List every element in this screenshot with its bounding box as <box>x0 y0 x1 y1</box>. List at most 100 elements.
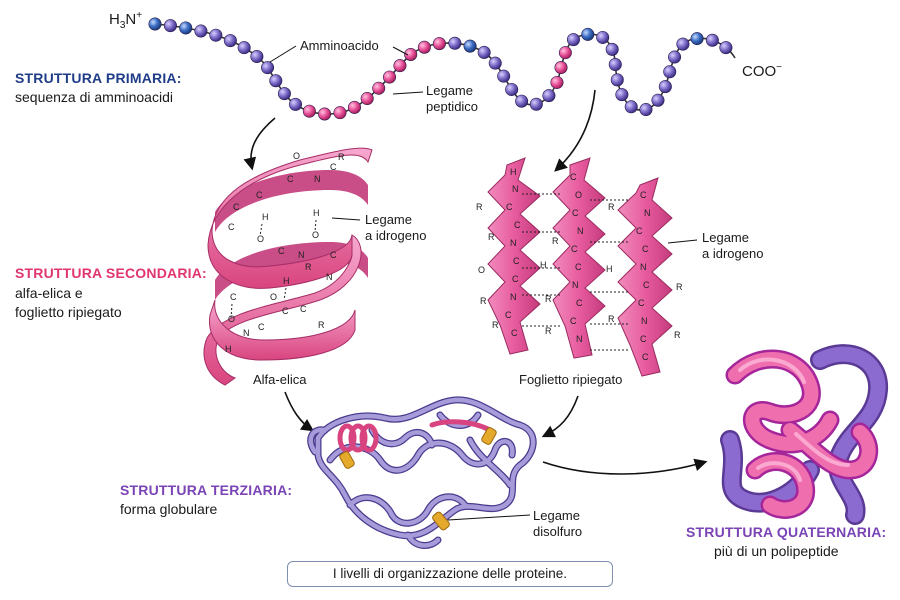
label-idrogeno-right-2: a idrogeno <box>702 246 764 261</box>
svg-text:C: C <box>514 220 521 230</box>
amino-acid-bead <box>179 21 193 35</box>
amino-acid-bead <box>432 37 446 51</box>
quaternary-complex <box>720 344 888 525</box>
label-idrogeno-left-2: a idrogeno <box>365 228 427 243</box>
svg-text:N: N <box>512 184 519 194</box>
svg-text:C: C <box>572 208 579 218</box>
svg-text:R: R <box>488 232 495 242</box>
svg-text:N: N <box>243 328 250 338</box>
svg-text:H: H <box>313 208 320 218</box>
svg-text:N: N <box>576 334 583 344</box>
helix-ribbon-back-1 <box>215 170 368 232</box>
svg-text:N: N <box>641 316 648 326</box>
arrow-primary-to-sheet <box>554 89 596 172</box>
amino-acid-bead <box>581 27 595 41</box>
svg-text:C: C <box>640 334 647 344</box>
amino-acid-bead <box>382 70 396 84</box>
label-amminoacido: Amminoacido <box>300 38 379 53</box>
svg-text:R: R <box>608 202 615 212</box>
svg-text:C: C <box>642 244 649 254</box>
amino-acid-bead <box>529 97 543 111</box>
desc-primaria: sequenza di amminoacidi <box>15 89 173 105</box>
desc-secondaria-2: foglietto ripiegato <box>15 304 122 320</box>
amino-acid-bead <box>289 97 303 111</box>
amino-acid-bead <box>676 37 690 51</box>
svg-text:N: N <box>298 250 305 260</box>
amino-acid-bead <box>658 80 672 94</box>
amino-acid-bead <box>488 56 502 70</box>
svg-text:C: C <box>513 256 520 266</box>
svg-text:C: C <box>228 222 235 232</box>
svg-text:H: H <box>283 276 290 286</box>
n-terminus-plus: + <box>136 10 143 21</box>
svg-text:R: R <box>608 314 615 324</box>
svg-text:N: N <box>326 272 333 282</box>
leader-amminoacido-left <box>269 45 297 63</box>
amino-acid-bead <box>615 88 629 102</box>
svg-text:R: R <box>676 282 683 292</box>
leader-disolfuro <box>447 514 531 521</box>
svg-text:H: H <box>540 260 547 270</box>
amino-acid-beads <box>148 17 733 121</box>
svg-text:C: C <box>287 174 294 184</box>
svg-text:C: C <box>330 250 337 260</box>
amino-acid-bead <box>719 41 733 55</box>
svg-text:O: O <box>312 230 319 240</box>
svg-text:O: O <box>575 190 582 200</box>
amino-acid-bead <box>372 81 386 95</box>
svg-text:R: R <box>476 202 483 212</box>
amino-acid-bead <box>302 104 316 118</box>
arrow-primary-to-helix <box>243 117 276 171</box>
amino-acid-bead <box>417 40 431 54</box>
tertiary-pink-helix <box>337 419 493 453</box>
desc-terziaria: forma globulare <box>120 501 218 517</box>
svg-text:C: C <box>300 304 307 314</box>
arrow-tertiary-to-quaternary <box>542 458 708 475</box>
amino-acid-bead <box>277 87 291 101</box>
label-alfa-elica: Alfa-elica <box>253 372 307 387</box>
amino-acid-bead <box>333 106 347 120</box>
amino-acid-bead <box>250 50 264 64</box>
amino-acid-bead <box>608 57 622 71</box>
svg-text:R: R <box>338 152 345 162</box>
svg-text:R: R <box>545 326 552 336</box>
svg-text:N: N <box>572 280 579 290</box>
svg-text:C: C <box>570 172 577 182</box>
helix-ribbon-front-3 <box>208 299 356 361</box>
amino-acid-bead <box>497 69 511 83</box>
amino-acid-bead <box>163 19 177 33</box>
svg-text:H: H <box>510 167 517 177</box>
svg-text:N: N <box>510 292 517 302</box>
amino-acid-chain <box>148 17 736 121</box>
amino-acid-bead <box>223 34 237 48</box>
label-legame-peptidico-1: Legame <box>426 83 473 98</box>
svg-text:N: N <box>577 226 584 236</box>
svg-text:O: O <box>478 265 485 275</box>
amino-acid-bead <box>237 41 251 55</box>
c-terminus-text: COO <box>742 63 777 80</box>
c-terminus-minus: − <box>776 62 783 73</box>
n-terminus-sub: 3 <box>119 20 126 31</box>
arrow-sheet-to-tertiary <box>541 395 579 438</box>
amino-acid-bead <box>194 24 208 38</box>
svg-text:C: C <box>512 274 519 284</box>
leader-legame-peptidico <box>392 91 424 95</box>
svg-text:C: C <box>330 162 337 172</box>
svg-text:N: N <box>314 174 321 184</box>
amino-acid-bead <box>639 103 653 117</box>
amino-acid-bead <box>605 42 619 56</box>
arrow-helix-to-tertiary <box>284 391 315 432</box>
amino-acid-bead <box>515 94 529 108</box>
n-terminus-h: H <box>109 11 120 28</box>
leader-idrogeno-right <box>667 239 698 244</box>
svg-text:O: O <box>257 234 264 244</box>
svg-text:R: R <box>305 262 312 272</box>
heading-terziaria: STRUTTURA TERZIARIA: <box>120 482 293 498</box>
figure-caption: I livelli di organizzazione delle protei… <box>332 566 568 581</box>
amino-acid-bead <box>668 50 682 64</box>
amino-acid-bead <box>261 61 275 75</box>
amino-acid-bead <box>360 92 374 106</box>
svg-text:R: R <box>480 296 487 306</box>
svg-text:R: R <box>492 320 499 330</box>
